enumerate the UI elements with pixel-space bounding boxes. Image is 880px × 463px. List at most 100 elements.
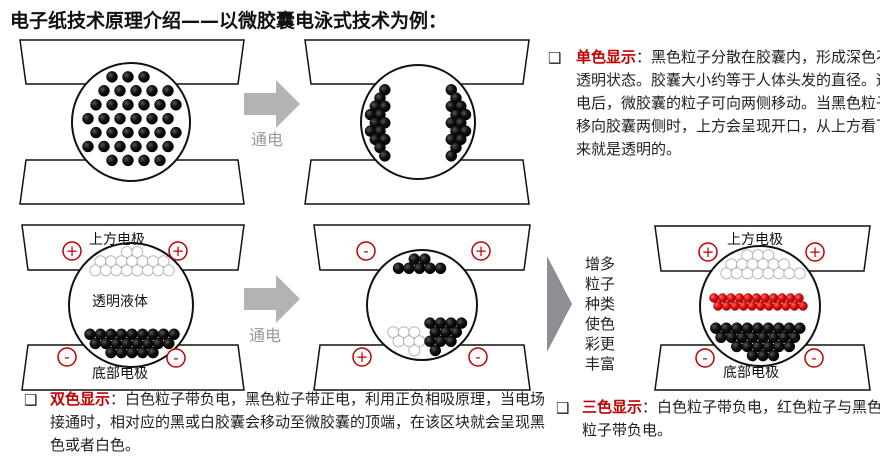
black-particle [115,346,128,359]
black-particle [138,71,150,83]
term-mono-display: 单色显示 [576,48,637,66]
black-particle [783,340,796,353]
black-particle [147,346,159,359]
increase-types-line: 彩更 [585,335,616,353]
black-particle [138,154,150,167]
white-particle [730,267,743,280]
term-tri-display: 三色显示 [582,398,643,416]
black-particle [154,126,166,139]
top-electrode-label: 上方电极 [727,232,783,248]
black-particle [98,112,110,125]
black-particle [82,112,94,125]
black-particle [445,150,458,162]
black-particle [424,262,436,275]
black-particle [413,262,426,275]
negative-sign: - [166,348,186,368]
black-particle [90,126,102,139]
svg-text:+: + [356,348,369,366]
bottom-electrode-label: 底部电极 [723,365,779,381]
black-particle [105,346,117,359]
white-particle [89,264,102,277]
bullet-icon: ❑ [24,391,38,409]
black-particle [106,99,118,111]
black-particle [106,126,118,139]
term-dual-display: 双色显示 [50,390,111,408]
black-particle [122,154,134,167]
white-particle [762,249,775,262]
red-particle [717,293,728,303]
tri-color: 上方电极 底部电极 + + - - [654,225,871,391]
white-particle [162,264,175,277]
svg-text:-: - [173,349,178,367]
white-particle [131,264,144,277]
red-particle [730,301,740,311]
black-particles-dispersed [82,71,182,167]
red-particle [743,293,753,303]
black-particle [403,262,415,275]
black-particle [154,154,166,167]
description-text: ：白色粒子带负电，红色粒子与黑色粒子带负电。 [582,398,880,439]
negative-sign: - [804,348,824,368]
black-particle [136,346,149,359]
particles-white-top-black-bottom [84,246,180,359]
mono-before [19,39,245,205]
svg-text:-: - [475,348,480,366]
svg-text:+: + [66,242,79,260]
black-particle [106,71,118,83]
black-particle [162,112,174,125]
red-particle [789,301,800,311]
svg-text:+: + [702,243,715,261]
particles-split-diagonal [387,253,468,357]
mono-after [304,39,530,205]
red-particle [721,301,732,311]
black-particle [767,349,780,362]
red-particle [751,293,762,303]
increase-types-line: 使色 [585,315,616,333]
top-plate [304,39,530,85]
black-particle [122,71,134,83]
power-on-label: 通电 [249,326,281,345]
top-electrode-label: 上方电极 [89,232,145,248]
black-particle [162,140,174,153]
positive-sign: + [62,241,82,261]
white-particle [120,264,133,277]
increase-types-line: 粒子 [585,275,616,293]
bullet-icon: ❑ [548,49,562,67]
white-particle [772,267,785,280]
black-particle [138,126,150,139]
negative-sign: - [356,241,376,261]
svg-text:-: - [811,349,816,367]
black-particle [794,322,806,334]
red-particle [777,293,787,303]
black-particle [162,85,174,97]
increase-types-line: 增多 [585,255,616,273]
black-particle [146,140,158,153]
white-particle [741,267,754,280]
black-particle [757,349,769,362]
black-particle [434,262,447,275]
white-particle [783,267,796,280]
power-arrow [244,80,300,128]
red-particle [713,301,723,311]
black-particle [130,85,142,97]
red-particle [734,293,745,303]
red-particle [726,293,736,303]
red-particle [738,301,749,311]
black-particle [715,331,727,344]
red-particle [768,293,779,303]
svg-text:+: + [172,242,185,260]
white-particle [408,326,421,339]
white-particle [762,267,775,280]
negative-sign: - [695,348,715,368]
dual-after: - + + - [313,224,531,391]
top-plate [19,39,245,85]
svg-text:-: - [64,348,69,366]
black-particle [445,335,457,348]
black-particle [168,328,180,341]
red-particle [794,293,804,303]
increase-types-line: 丰富 [585,355,616,373]
black-particle [746,349,759,362]
black-particle [170,99,182,111]
black-particle [122,126,134,139]
